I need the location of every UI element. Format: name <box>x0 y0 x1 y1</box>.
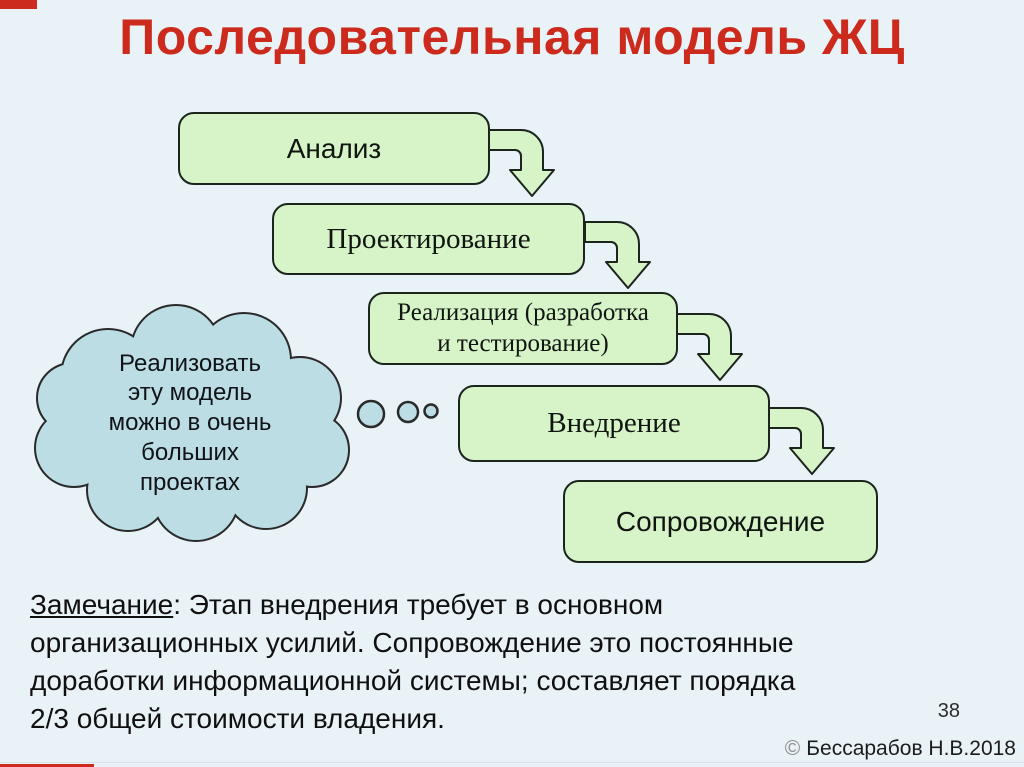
page-number: 38 <box>937 700 960 722</box>
curved-arrow-icon-4 <box>769 407 835 475</box>
cloud-text-line: проектах <box>140 468 240 496</box>
stage-label: Сопровождение <box>615 505 826 537</box>
copyright: ©Бессарабов Н.В.2018 <box>785 737 1016 761</box>
stage-box-implementation: Реализация (разработка и тестирование) <box>368 292 678 365</box>
note-line-2: организационных усилий. Сопровождение эт… <box>30 627 794 658</box>
cloud-text-line: больших <box>141 438 239 466</box>
cloud-text-line: Реализовать <box>119 349 261 377</box>
copyright-icon: © <box>784 737 801 760</box>
cloud-text-line: можно в очень <box>108 409 272 437</box>
thought-cloud <box>34 304 439 542</box>
curved-arrow-icon-3 <box>677 313 743 381</box>
stage-label-line2: и тестирование) <box>437 329 609 357</box>
cloud-text-line: эту модель <box>127 379 253 407</box>
copyright-text: Бессарабов Н.В.2018 <box>806 737 1016 760</box>
note-line-1: Замечание: Этап внедрения требует в осно… <box>30 589 664 620</box>
stage-box-deployment: Внедрение <box>458 385 770 462</box>
note-line-3: доработки информационной системы; состав… <box>30 665 796 696</box>
note-line-4: 2/3 общей стоимости владения. <box>30 703 445 734</box>
stage-box-analysis: Анализ <box>178 112 490 185</box>
red-bottom-accent <box>0 764 94 767</box>
thought-dots-icon <box>356 399 439 429</box>
red-corner-accent <box>0 0 37 9</box>
stage-label: Анализ <box>286 132 382 164</box>
stage-label-line1: Реализация (разработка <box>397 299 649 326</box>
note-term: Замечание <box>30 589 174 620</box>
stage-label: Внедрение <box>547 407 681 440</box>
bottom-edge-line <box>0 762 1024 763</box>
curved-arrow-icon-1 <box>489 129 555 197</box>
cloud-text: Реализовать эту модель можно в очень бол… <box>28 298 352 548</box>
stage-label: Проектирование <box>326 222 531 255</box>
stage-box-maintenance: Сопровождение <box>563 480 878 563</box>
stage-box-design: Проектирование <box>272 203 585 275</box>
slide-title: Последовательная модель ЖЦ <box>119 9 905 65</box>
note-paragraph: Замечание: Этап внедрения требует в осно… <box>30 586 970 738</box>
curved-arrow-icon-2 <box>585 221 651 289</box>
